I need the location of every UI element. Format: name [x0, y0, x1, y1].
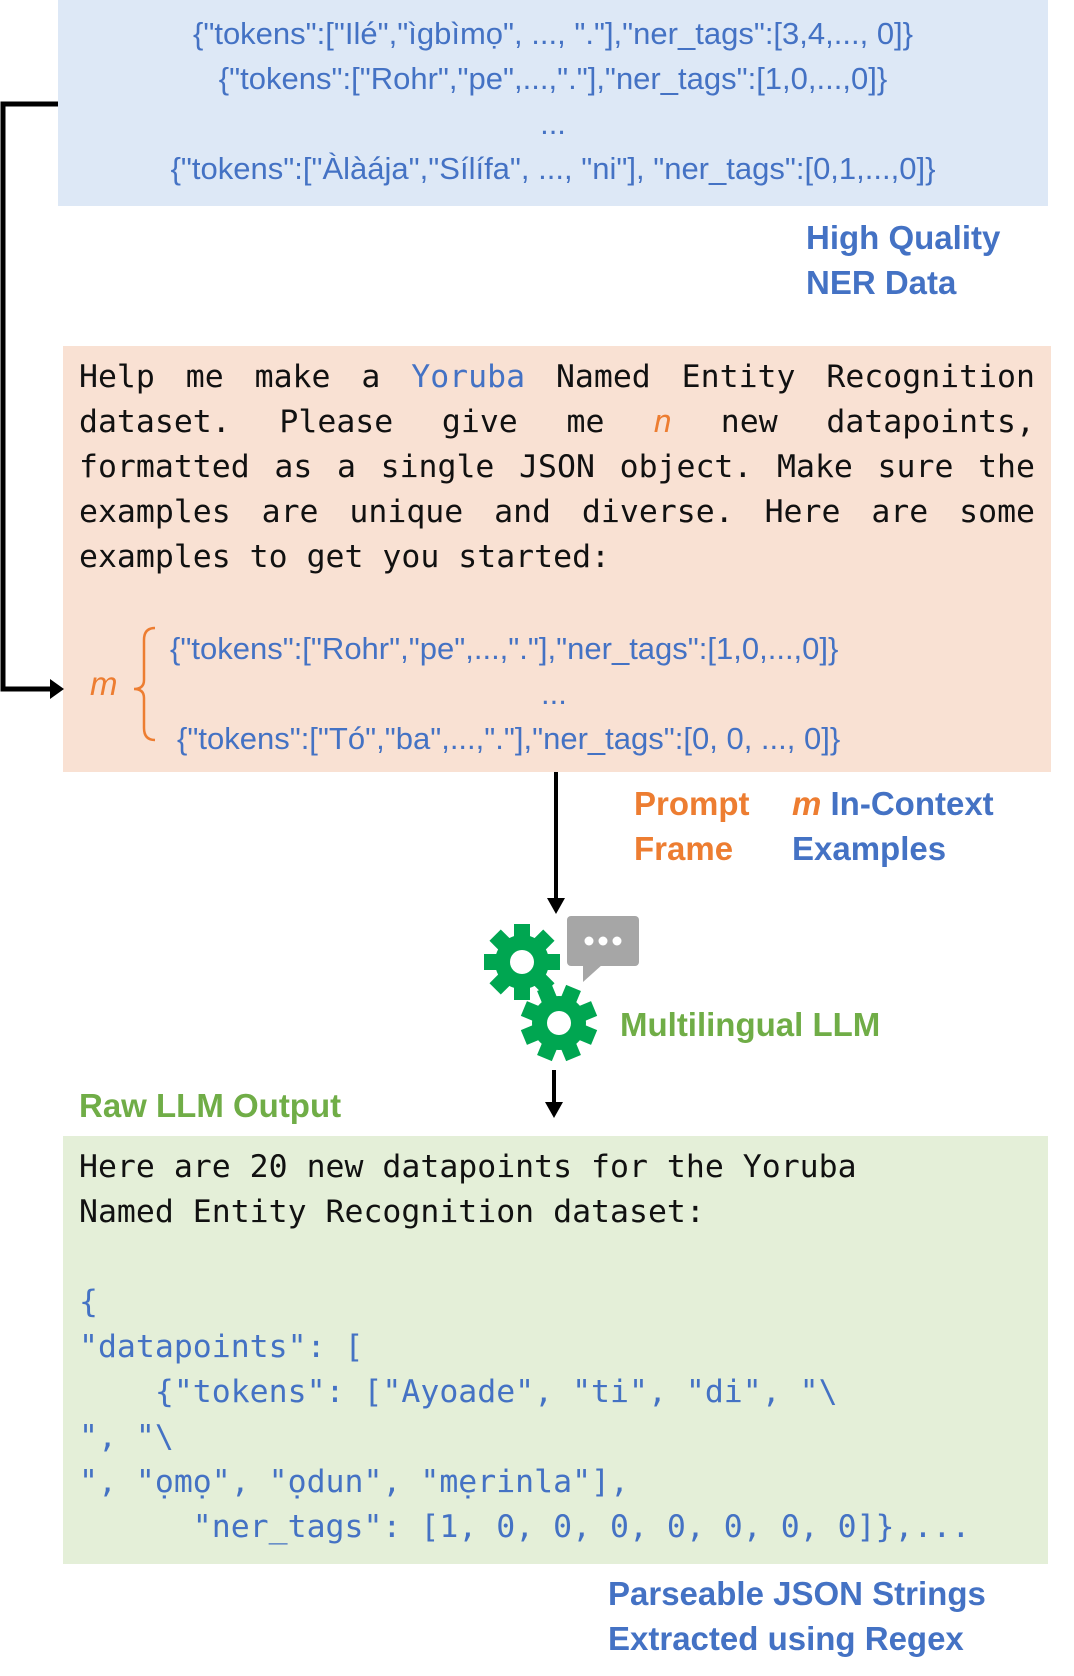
- example-ellipsis: ...: [541, 676, 567, 711]
- llm-label: Multilingual LLM: [620, 1006, 881, 1043]
- prompt-text-part-3: new datapoints, formatted as a single JS…: [79, 404, 1035, 575]
- raw-output-box: [63, 1136, 1048, 1564]
- icl-label-text: In-Context: [821, 785, 994, 822]
- examples-brace: [133, 626, 156, 742]
- raw-output-label: Raw LLM Output: [79, 1087, 342, 1124]
- prompt-text-part-1: Help me make a: [79, 359, 412, 395]
- ner-data-label-2: NER Data: [806, 264, 957, 301]
- prompt-frame-label-2: Frame: [634, 830, 734, 867]
- ner-data-line-1: {"tokens":["Ilé","ìgbìmọ", ..., "."],"ne…: [192, 16, 914, 51]
- loop-arrowhead: [50, 679, 64, 699]
- icl-m-variable: m: [792, 785, 822, 822]
- prompt-frame-box: [63, 346, 1051, 772]
- parse-label-1: Parseable JSON Strings: [608, 1575, 986, 1612]
- ner-data-line-2: {"tokens":["Rohr","pe",...,"."],"ner_tag…: [218, 61, 888, 96]
- prompt-language: Yoruba: [411, 359, 526, 395]
- prompt-to-llm-arrowhead: [547, 898, 565, 914]
- gear-icon: [520, 984, 598, 1062]
- speech-bubble-icon: [567, 916, 639, 982]
- parse-label-2: Extracted using Regex: [608, 1620, 964, 1657]
- llm-to-output-arrowhead: [545, 1102, 563, 1118]
- example-line-2: {"tokens":["Tó","ba",...,"."],"ner_tags"…: [177, 721, 841, 756]
- m-variable-label: m: [90, 665, 118, 702]
- example-line-1: {"tokens":["Rohr","pe",...,"."],"ner_tag…: [170, 631, 839, 666]
- prompt-text: Help me make a Yoruba Named Entity Recog…: [79, 355, 1035, 580]
- raw-output-intro: Here are 20 new datapoints for the Yorub…: [79, 1149, 857, 1230]
- ner-data-line-3: {"tokens":["Àlàája","Sílífa", ..., "ni"]…: [170, 151, 936, 186]
- prompt-frame-label-1: Prompt: [634, 785, 750, 822]
- ner-data-ellipsis: ...: [540, 106, 566, 141]
- loop-connector: [0, 101, 60, 692]
- ner-data-label-1: High Quality: [806, 219, 1001, 256]
- raw-output-json: { "datapoints": [ {"tokens": ["Ayoade", …: [79, 1284, 971, 1545]
- icl-label-2: Examples: [792, 830, 947, 867]
- prompt-text-part-2: Named Entity Recognition dataset. Please…: [79, 359, 1035, 440]
- prompt-n-variable: n: [653, 404, 673, 440]
- ner-data-box: [58, 0, 1048, 206]
- gear-icon: [484, 924, 560, 1000]
- icl-label-1: m In-Context: [792, 781, 994, 826]
